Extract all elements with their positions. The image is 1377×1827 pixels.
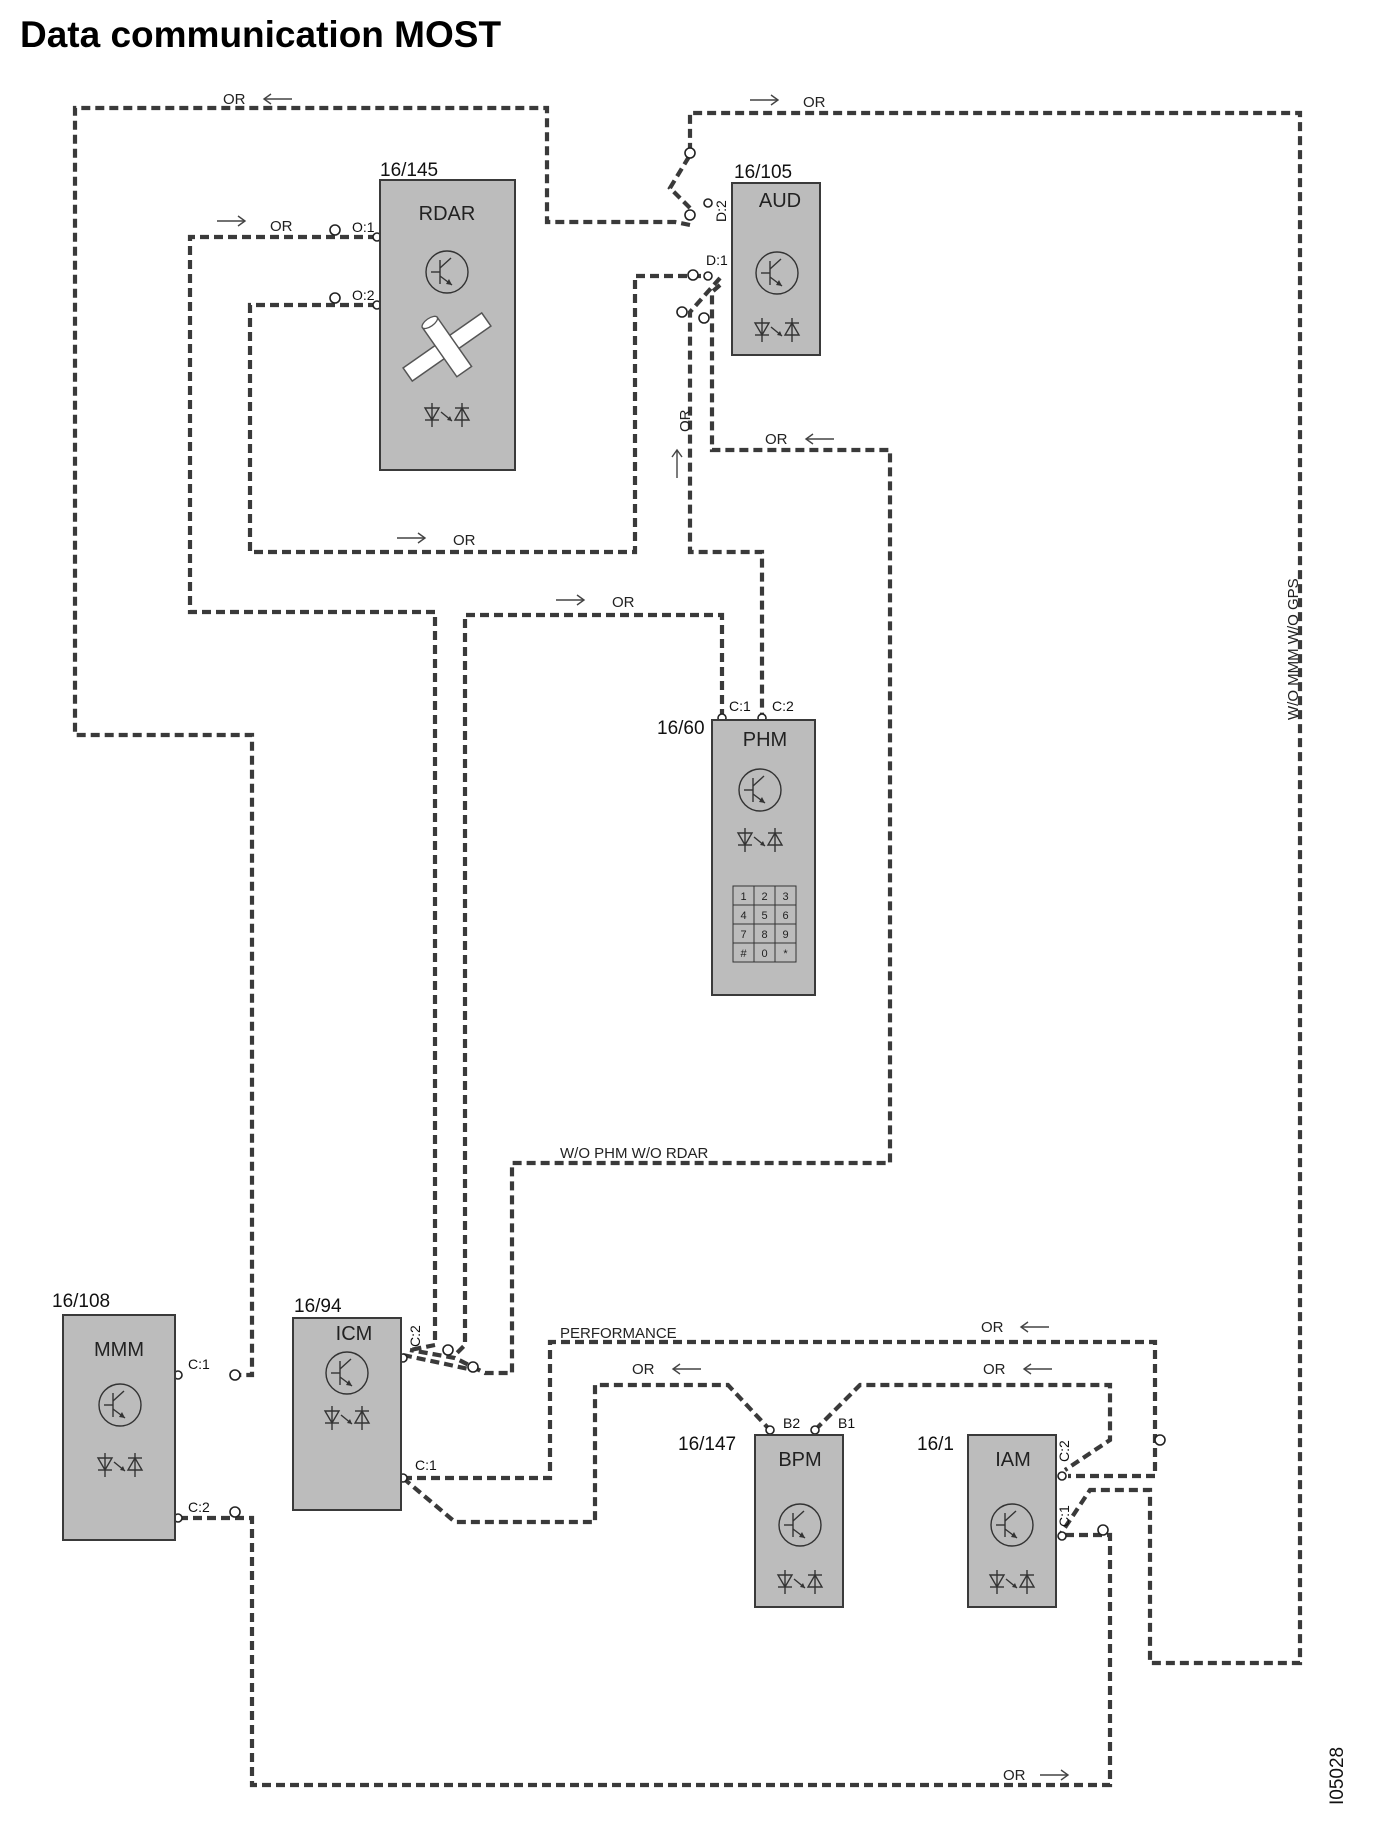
aud-pin-d2: D:2 xyxy=(713,200,729,222)
keypad-key-label: 4 xyxy=(740,910,746,922)
keypad-key-label: 0 xyxy=(761,948,767,960)
wire-label: OR xyxy=(270,218,293,235)
keypad-key-label: 7 xyxy=(740,929,746,941)
mmm-pin-c1: C:1 xyxy=(188,1356,210,1372)
module-aud: 16/105 AUD D:2 D:1 xyxy=(706,162,821,356)
module-phm: 16/60 PHM C:1 C:2 1 2 3 4 5 6 7 8 9 #0 * xyxy=(657,698,816,996)
keypad-key-label: 8 xyxy=(761,929,767,941)
arrow-right-icon xyxy=(1039,1769,1069,1781)
arrow-right-icon xyxy=(216,215,246,227)
wire-label: OR xyxy=(453,532,476,549)
bpm-ref: 16/147 xyxy=(678,1434,736,1455)
rdar-pin-o1: O:1 xyxy=(352,219,375,235)
module-rdar: 16/145 RDAR O:1 O:2 xyxy=(352,160,516,471)
keypad-key-label: 6 xyxy=(782,910,788,922)
arrow-right-icon xyxy=(396,532,426,544)
arrow-left-icon xyxy=(1020,1321,1050,1333)
icm-pin-c2: C:2 xyxy=(407,1325,423,1347)
aud-pin-d1: D:1 xyxy=(706,252,728,268)
keypad-key xyxy=(774,942,797,963)
wire-harness xyxy=(72,105,1303,1788)
icm-name: ICM xyxy=(336,1323,373,1345)
icm-ref: 16/94 xyxy=(294,1296,342,1317)
satellite-icon xyxy=(402,311,492,383)
keypad-key-label: 9 xyxy=(782,929,788,941)
module-iam: 16/1 IAM C:2 C:1 xyxy=(917,1434,1072,1608)
iam-pin-c1: C:1 xyxy=(1056,1505,1072,1527)
aud-ref: 16/105 xyxy=(734,162,792,183)
rdar-name: RDAR xyxy=(419,203,476,225)
mmm-ref: 16/108 xyxy=(52,1291,110,1312)
wire-label: OR xyxy=(1003,1767,1026,1784)
wire-label: OR xyxy=(677,409,694,432)
wire-label: OR xyxy=(612,594,635,611)
keypad-key-label: # xyxy=(740,948,747,960)
wire-labels: OR OR OR OR OR OR OR W/O PHM W/O RDAR W/… xyxy=(216,91,1348,1805)
mmm-pin-c2: C:2 xyxy=(188,1499,210,1515)
wire-label: OR xyxy=(632,1361,655,1378)
phm-name: PHM xyxy=(743,729,787,751)
keypad-key-label: 3 xyxy=(782,891,788,903)
aud-name: AUD xyxy=(759,190,801,212)
iam-pin-c2: C:2 xyxy=(1056,1440,1072,1462)
phm-ref: 16/60 xyxy=(657,718,705,739)
module-bpm: 16/147 BPM B2 B1 xyxy=(678,1415,855,1608)
wire-label: OR xyxy=(223,91,246,108)
iam-name: IAM xyxy=(995,1449,1031,1471)
note-performance: PERFORMANCE xyxy=(560,1325,677,1342)
keypad-key-label: 1 xyxy=(740,891,746,903)
wire-label: OR xyxy=(981,1319,1004,1336)
arrow-left-icon xyxy=(805,433,835,445)
arrow-up-icon xyxy=(671,449,683,479)
arrow-right-icon xyxy=(555,594,585,606)
page-title: Data communication MOST xyxy=(20,14,502,55)
wire-label: OR xyxy=(765,431,788,448)
keypad-key-label: * xyxy=(783,948,788,960)
bpm-name: BPM xyxy=(778,1449,821,1471)
wire-label: OR xyxy=(983,1361,1006,1378)
arrow-left-icon xyxy=(1023,1363,1053,1375)
note-wo-phm-rdar: W/O PHM W/O RDAR xyxy=(560,1145,708,1162)
phm-pin-c2: C:2 xyxy=(772,698,794,714)
bpm-pin-b1: B1 xyxy=(838,1415,855,1431)
iam-ref: 16/1 xyxy=(917,1434,954,1455)
module-icm: 16/94 ICM C:2 C:1 xyxy=(292,1296,437,1511)
arrow-left-icon xyxy=(263,93,293,105)
keypad-key-label: 5 xyxy=(761,910,767,922)
rdar-ref: 16/145 xyxy=(380,160,438,181)
wire-label: OR xyxy=(803,94,826,111)
figure-id: I05028 xyxy=(1327,1747,1348,1805)
bpm-pin-b2: B2 xyxy=(783,1415,800,1431)
keypad-key-label: 2 xyxy=(761,891,767,903)
mmm-name: MMM xyxy=(94,1339,144,1361)
phm-pin-c1: C:1 xyxy=(729,698,751,714)
rdar-pin-o2: O:2 xyxy=(352,287,375,303)
module-mmm: 16/108 MMM C:1 C:2 xyxy=(52,1291,210,1541)
keypad-icon: 1 2 3 4 5 6 7 8 9 #0 * xyxy=(732,885,797,963)
arrow-left-icon xyxy=(672,1363,702,1375)
icm-pin-c1: C:1 xyxy=(415,1457,437,1473)
note-wo-mmm-gps: W/O MMM W/O GPS xyxy=(1285,578,1302,720)
arrow-right-icon xyxy=(749,94,779,106)
